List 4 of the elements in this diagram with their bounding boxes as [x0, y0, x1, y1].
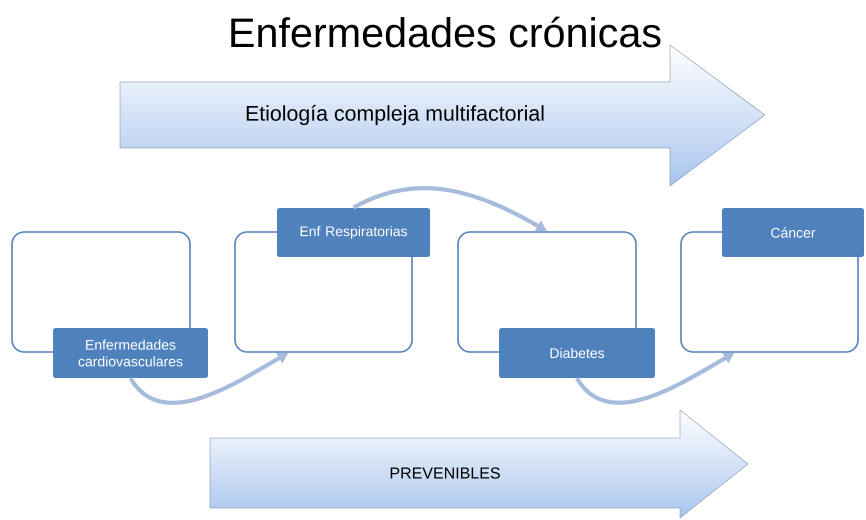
label-box: Cáncer: [722, 208, 864, 258]
label-box: Enf Respiratorias: [276, 208, 430, 258]
label-box: Diabetes: [499, 328, 655, 378]
label-box: Enfermedades cardiovasculares: [53, 328, 208, 378]
